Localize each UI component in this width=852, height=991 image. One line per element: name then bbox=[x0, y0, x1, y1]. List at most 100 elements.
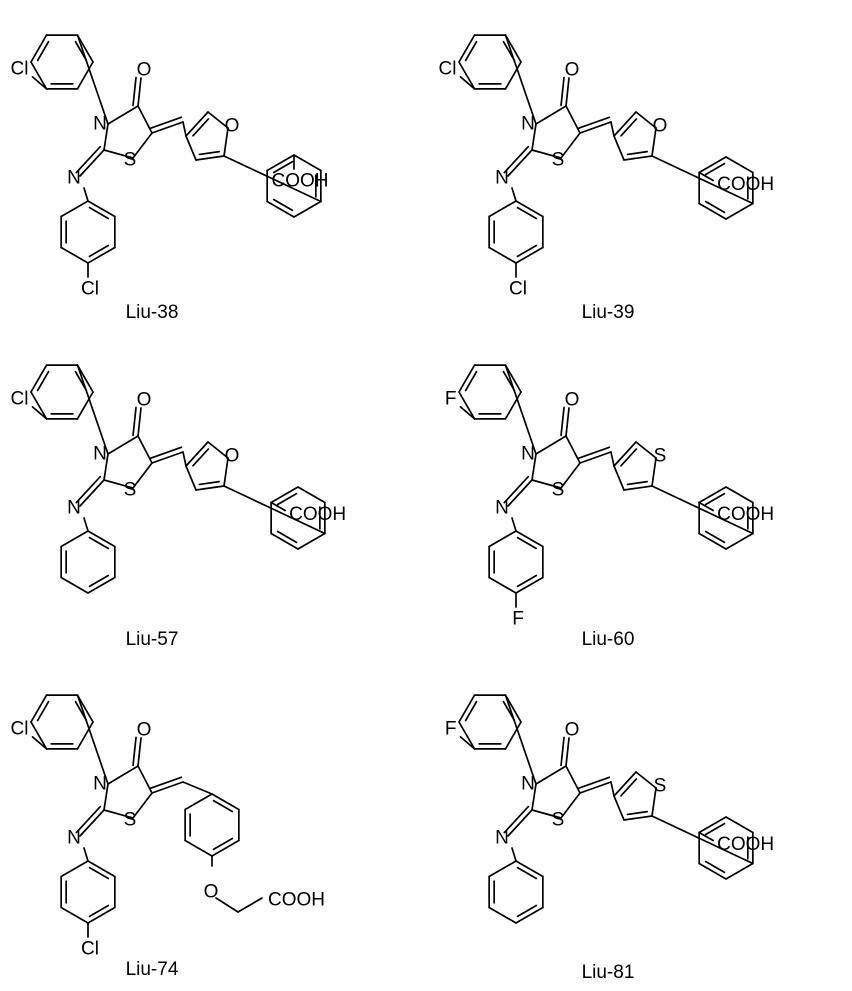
aromatic-bond bbox=[60, 530, 89, 548]
aromatic-bond bbox=[60, 200, 89, 218]
carbonyl-oxygen: O bbox=[137, 390, 152, 411]
bond bbox=[651, 485, 754, 535]
ring-nitrogen: N bbox=[93, 774, 107, 795]
aromatic-bond bbox=[60, 906, 89, 924]
aromatic-bond bbox=[76, 721, 94, 750]
bond bbox=[613, 111, 637, 137]
double-bond bbox=[212, 837, 234, 851]
double-bond bbox=[503, 475, 530, 504]
bond bbox=[182, 451, 187, 467]
aromatic-bond bbox=[504, 34, 522, 63]
carbonyl-oxygen: O bbox=[565, 720, 580, 741]
double-bond bbox=[516, 574, 538, 588]
bond bbox=[137, 407, 142, 437]
aromatic-bond bbox=[488, 576, 517, 594]
bond bbox=[182, 121, 187, 137]
bond bbox=[223, 155, 322, 203]
bond bbox=[137, 77, 142, 107]
ring-sulfur: S bbox=[124, 480, 137, 501]
bond bbox=[651, 815, 754, 865]
bond bbox=[185, 135, 197, 161]
bond bbox=[635, 111, 657, 129]
bond bbox=[635, 771, 657, 789]
aromatic-bond bbox=[293, 200, 322, 218]
bond bbox=[511, 847, 517, 862]
bond bbox=[103, 479, 134, 489]
double-bond bbox=[149, 776, 183, 790]
bond bbox=[613, 795, 625, 821]
double-bond bbox=[577, 446, 611, 460]
aromatic-bond bbox=[87, 200, 116, 218]
aromatic-bond bbox=[504, 61, 522, 90]
compound-label: Liu-38 bbox=[126, 302, 179, 323]
bond bbox=[579, 121, 612, 134]
double-bond bbox=[276, 530, 298, 544]
double-bond bbox=[620, 118, 638, 137]
aromatic-bond bbox=[184, 839, 213, 857]
bond bbox=[504, 34, 537, 125]
bond bbox=[107, 435, 139, 455]
aromatic-bond bbox=[725, 202, 754, 220]
double-bond bbox=[149, 446, 183, 460]
halogen-label: Cl bbox=[81, 939, 99, 960]
bond bbox=[83, 517, 89, 532]
double-bond bbox=[704, 860, 726, 874]
bond bbox=[531, 123, 537, 151]
double-bond bbox=[503, 805, 530, 834]
bond bbox=[535, 765, 567, 785]
aromatic-bond bbox=[297, 532, 326, 550]
aromatic-bond bbox=[266, 154, 295, 172]
compound-label: Liu-81 bbox=[582, 962, 635, 983]
bond bbox=[531, 149, 562, 159]
imine-nitrogen: N bbox=[67, 828, 81, 849]
double-bond bbox=[198, 150, 220, 156]
double-bond bbox=[88, 904, 110, 918]
double-bond bbox=[36, 700, 50, 722]
halogen-label: Cl bbox=[509, 279, 527, 300]
halogen-label: Cl bbox=[11, 58, 29, 79]
bond bbox=[103, 453, 109, 481]
bond bbox=[531, 783, 537, 811]
bond bbox=[579, 781, 612, 794]
ring-heteroatom: O bbox=[225, 116, 240, 137]
aromatic-bond bbox=[211, 793, 240, 811]
double-bond bbox=[198, 480, 220, 486]
carbonyl-oxygen: O bbox=[137, 720, 152, 741]
ring-sulfur: S bbox=[552, 480, 565, 501]
aromatic-bond bbox=[504, 721, 522, 750]
bond bbox=[565, 407, 570, 437]
double-bond bbox=[464, 40, 478, 62]
aromatic-bond bbox=[698, 202, 727, 220]
double-bond bbox=[560, 76, 565, 107]
double-bond bbox=[464, 370, 478, 392]
double-bond bbox=[704, 492, 726, 506]
aromatic-bond bbox=[87, 860, 116, 878]
aromatic-bond bbox=[60, 246, 89, 264]
ring-sulfur: S bbox=[124, 810, 137, 831]
bond-halogen bbox=[31, 735, 48, 750]
aromatic-bond bbox=[488, 906, 517, 924]
bond bbox=[182, 781, 213, 795]
carboxylic-acid: COOH bbox=[717, 174, 774, 195]
aromatic-bond bbox=[725, 532, 754, 550]
bond bbox=[185, 465, 197, 491]
aromatic-bond bbox=[504, 364, 522, 393]
carbonyl-oxygen: O bbox=[565, 390, 580, 411]
bond bbox=[103, 783, 109, 811]
bond bbox=[613, 465, 625, 491]
bond bbox=[535, 105, 567, 125]
bond bbox=[103, 809, 134, 819]
aromatic-bond bbox=[698, 532, 727, 550]
double-bond bbox=[503, 145, 530, 174]
aromatic-bond bbox=[725, 156, 754, 174]
aromatic-bond bbox=[76, 391, 94, 420]
bond bbox=[560, 462, 581, 489]
ring-heteroatom: S bbox=[654, 776, 667, 797]
aromatic-bond bbox=[76, 694, 94, 723]
bond bbox=[560, 792, 581, 819]
halogen-label: F bbox=[512, 609, 524, 630]
double-bond bbox=[560, 406, 565, 437]
bond bbox=[504, 694, 537, 785]
